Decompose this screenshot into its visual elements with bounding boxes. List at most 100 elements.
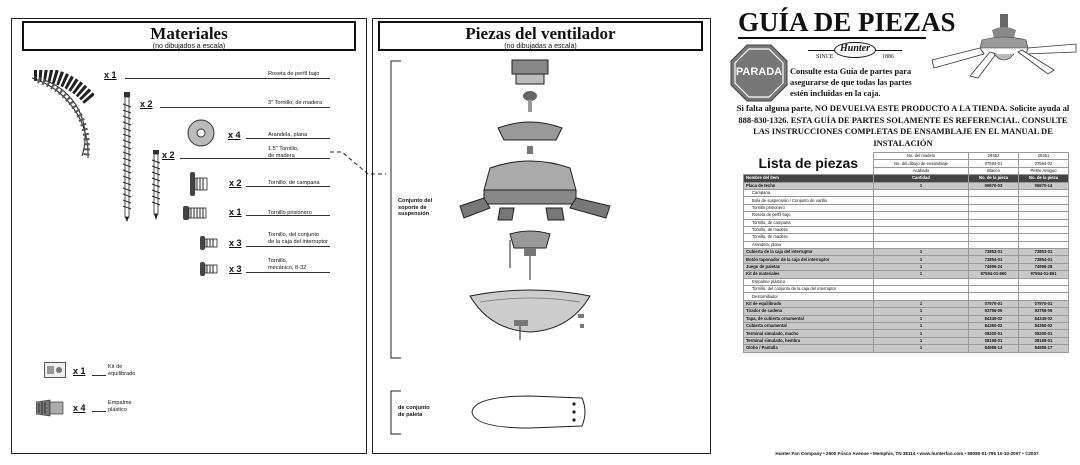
suspension-bracket-line <box>390 60 401 359</box>
label-switch-housing-screw: Tornillo, del conjunto de la caja del in… <box>268 232 329 245</box>
table-cell: 93756-05 <box>968 307 1019 316</box>
table-cell: Botón taponador de la caja del interrupt… <box>743 255 874 264</box>
table-cell: 1 <box>873 181 969 190</box>
dashed-connector <box>330 151 386 175</box>
label-blade-assembly: de conjunto de paleta <box>398 405 430 418</box>
qty-switch-housing-screw: x 3 <box>229 238 242 248</box>
table-cell: Cubierta de la caja del interruptor <box>743 248 874 257</box>
table-cell: Juego de paletas <box>743 262 874 272</box>
qty-rosette: x 1 <box>104 70 117 80</box>
stop-sign-text: PARADA <box>735 66 783 78</box>
label-wood-screw-3in: 3" Tornillo, de madera <box>268 100 323 106</box>
table-cell: 1 <box>873 248 969 257</box>
washer-icon <box>187 119 215 147</box>
piezas-title-box: Piezas del ventilador (no dibujadas a es… <box>378 21 703 51</box>
meta-value: 28451 <box>1018 151 1069 161</box>
table-cell <box>1018 188 1069 198</box>
table-cell <box>968 203 1019 213</box>
wood-screw-1-5in-icon <box>151 150 161 220</box>
column-header: No. de la pieza <box>1018 174 1069 183</box>
table-cell: 1 <box>873 321 969 331</box>
table-cell <box>873 225 969 235</box>
leader-line <box>246 138 330 139</box>
table-cell <box>968 233 1019 242</box>
table-cell <box>968 277 1019 287</box>
table-cell: 97594-01-861 <box>1018 270 1069 279</box>
leader-line <box>180 158 330 159</box>
table-cell: 73853-01 <box>1018 248 1069 257</box>
table-cell: 1 <box>873 262 969 272</box>
table-cell: 1 <box>873 336 969 346</box>
table-cell <box>873 292 969 301</box>
label-wood-screw-1-5in: 1.5" Tornillo, de madera <box>268 146 299 159</box>
materiales-panel <box>11 18 367 454</box>
table-cell <box>968 211 1019 220</box>
table-row: Destornillador <box>743 292 1069 301</box>
table-cell: Placa de techo <box>743 181 874 190</box>
table-cell <box>1018 211 1069 220</box>
table-cell: 1 <box>873 329 969 338</box>
table-row: Roseta de perfil bajo <box>743 211 1069 220</box>
consult-text: Consulte esta Guía de partes para asegur… <box>790 67 912 98</box>
piezas-title: Piezas del ventilador <box>465 24 616 43</box>
qty-wire-connector: x 4 <box>73 403 86 413</box>
table-cell: Kit de materiales <box>743 270 874 279</box>
table-row: Tornillo prisionero <box>743 203 1069 213</box>
table-cell: Globo / Pantalla <box>743 344 874 353</box>
table-cell <box>873 188 969 198</box>
table-cell: 08198-01 <box>1018 336 1069 346</box>
parts-list-title: Lista de piezas <box>758 155 859 172</box>
table-cell: Bola de suspensión / Conjunto de varilla <box>743 196 874 205</box>
table-cell: Tornillo, de madera <box>743 225 874 235</box>
table-cell: Tirador de cadena <box>743 307 874 316</box>
leader-line <box>160 107 330 108</box>
table-cell: Arandela, plana <box>743 240 874 250</box>
table-cell: 1 <box>873 314 969 324</box>
table-cell: 97594-01-860 <box>968 270 1019 279</box>
table-cell <box>1018 240 1069 250</box>
qty-set-screw: x 1 <box>229 207 242 217</box>
meta-value: Peltre Antiguo <box>1018 166 1069 176</box>
fan-blade-icon <box>471 395 586 429</box>
meta-label: Acabado <box>873 166 969 176</box>
qty-balancing-kit: x 1 <box>73 366 86 376</box>
leader-line <box>246 186 330 187</box>
table-cell: Kit de equilibrado <box>743 299 874 309</box>
leader-line <box>125 78 330 79</box>
column-header: Nombre del ítem <box>743 174 874 183</box>
table-row: Campana <box>743 188 1069 198</box>
meta-value: 07594-02 <box>1018 159 1069 168</box>
table-cell <box>968 240 1019 250</box>
column-header: Cantidad <box>873 174 969 183</box>
table-cell: Tapa, de cubierta ornamental <box>743 314 874 324</box>
set-screw-icon <box>183 206 207 220</box>
table-cell <box>1018 196 1069 205</box>
table-cell <box>1018 292 1069 301</box>
table-cell: 84986-17 <box>1018 344 1069 353</box>
table-cell: 07970-01 <box>968 299 1019 309</box>
materiales-title: Materiales <box>150 24 228 43</box>
meta-value: Blanco <box>968 166 1019 176</box>
table-cell: 84349-02 <box>1018 314 1069 324</box>
table-row: Tornillo, de madera <box>743 233 1069 242</box>
table-cell: 07970-01 <box>1018 299 1069 309</box>
table-row: Tornillo, de campana <box>743 218 1069 227</box>
table-cell: Tornillo, del conjunto de la caja del in… <box>743 285 874 294</box>
table-row: Bola de suspensión / Conjunto de varilla <box>743 196 1069 205</box>
table-cell: Destornillador <box>743 292 874 301</box>
switch-housing-screw-icon <box>200 236 218 250</box>
table-row: Tornillo, de madera <box>743 225 1069 235</box>
meta-label: No. del dibujo de ensamblaje <box>873 159 969 168</box>
table-cell <box>873 277 969 287</box>
table-cell <box>873 285 969 294</box>
label-set-screw: Tornillo prisionero <box>268 210 312 216</box>
table-cell <box>968 225 1019 235</box>
label-machine-screw: Tornillo, mecánico, 8-32 <box>268 258 307 271</box>
footer-text: Hunter Fan Company • 2500 Frisco Avenue … <box>775 451 1039 456</box>
canopy-screw-icon <box>190 172 208 196</box>
